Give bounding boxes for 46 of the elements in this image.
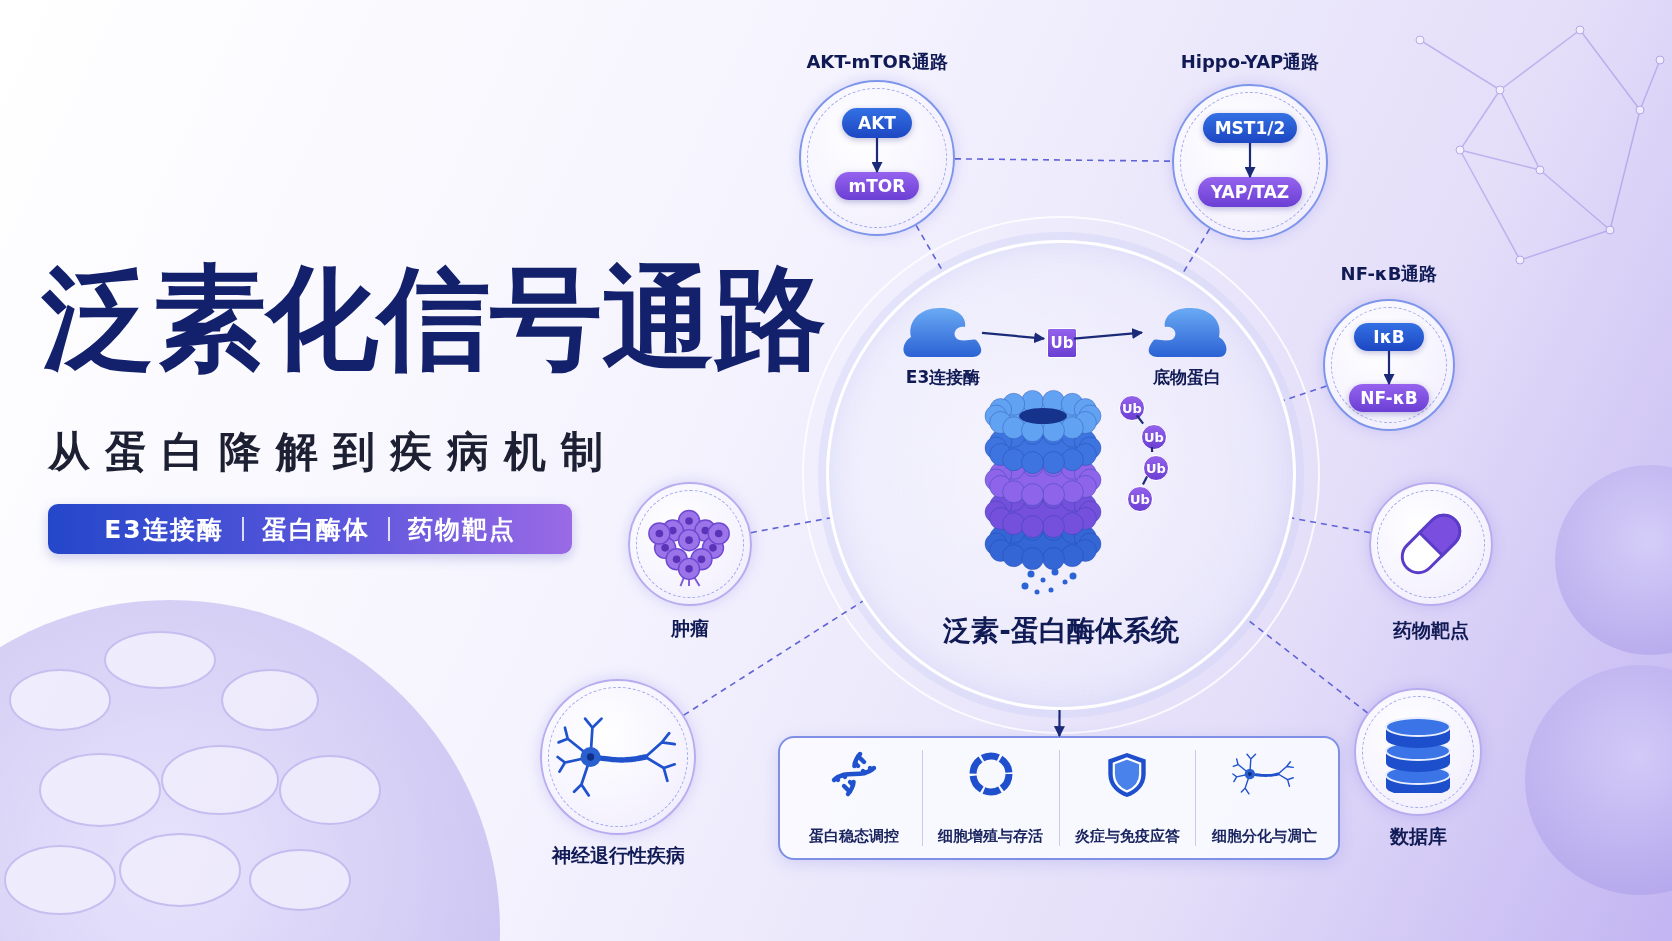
protein-pill: YAP/TAZ [1198, 177, 1302, 207]
dashed-connector [1283, 385, 1328, 402]
main-title: 泛素化信号通路 [42, 252, 826, 385]
outcome-label: 细胞分化与凋亡 [1211, 827, 1317, 846]
protein-pill: AKT [842, 108, 912, 138]
ubiquitin-marker: Ub [1127, 486, 1153, 512]
dashed-connector [750, 517, 831, 534]
protein-pill: NF-κB [1349, 384, 1429, 412]
arrow [981, 331, 1046, 344]
topic-label: 数据库 [1388, 824, 1448, 849]
topic-label: 药物靶点 [1392, 618, 1470, 643]
system-title: 泛素-蛋白酶体系统 [942, 613, 1180, 649]
arrow [1383, 351, 1395, 386]
pathway-title: NF-κB通路 [1339, 262, 1439, 286]
outcome-label: 蛋白稳态调控 [808, 827, 899, 846]
connector-line [1136, 414, 1144, 425]
subtitle: 从蛋白降解到疾病机制 [48, 426, 618, 478]
tag-text: 药物靶点 [407, 513, 516, 546]
connector-line [1150, 446, 1154, 453]
ubiquitin-marker: Ub [1141, 424, 1167, 450]
arrow [1244, 143, 1256, 179]
topic-label: 神经退行性疾病 [550, 843, 686, 868]
arrow [1053, 710, 1065, 738]
topic-label: 肿瘤 [670, 616, 710, 641]
protein-label: 底物蛋白 [1152, 366, 1222, 389]
outcome-label: 炎症与免疫应答 [1074, 827, 1180, 846]
pathway-title: Hippo-YAP通路 [1179, 50, 1321, 74]
ubiquitin-marker: Ub [1119, 395, 1145, 421]
dashed-connector [954, 158, 1173, 162]
dashed-connector [1181, 227, 1211, 275]
arrow [1073, 328, 1144, 340]
protein-pill: IκB [1354, 323, 1424, 351]
tag-text: E3连接酶 [104, 513, 224, 546]
dashed-connector [683, 600, 864, 716]
outcome-label: 细胞增殖与存活 [938, 827, 1044, 846]
outcome-panel [778, 736, 1340, 860]
protein-label: E3连接酶 [904, 366, 982, 389]
tag-text: 蛋白酶体 [261, 513, 370, 546]
arrow [871, 138, 883, 174]
protein-pill: MST1/2 [1203, 113, 1297, 143]
pathway-title: AKT-mTOR通路 [805, 50, 949, 74]
ubiquitin-marker: Ub [1143, 455, 1169, 481]
dashed-connector [1291, 517, 1371, 534]
protein-pill: mTOR [835, 172, 919, 200]
ubiquitin-marker: Ub [1047, 328, 1077, 358]
connector-line [1142, 476, 1148, 485]
